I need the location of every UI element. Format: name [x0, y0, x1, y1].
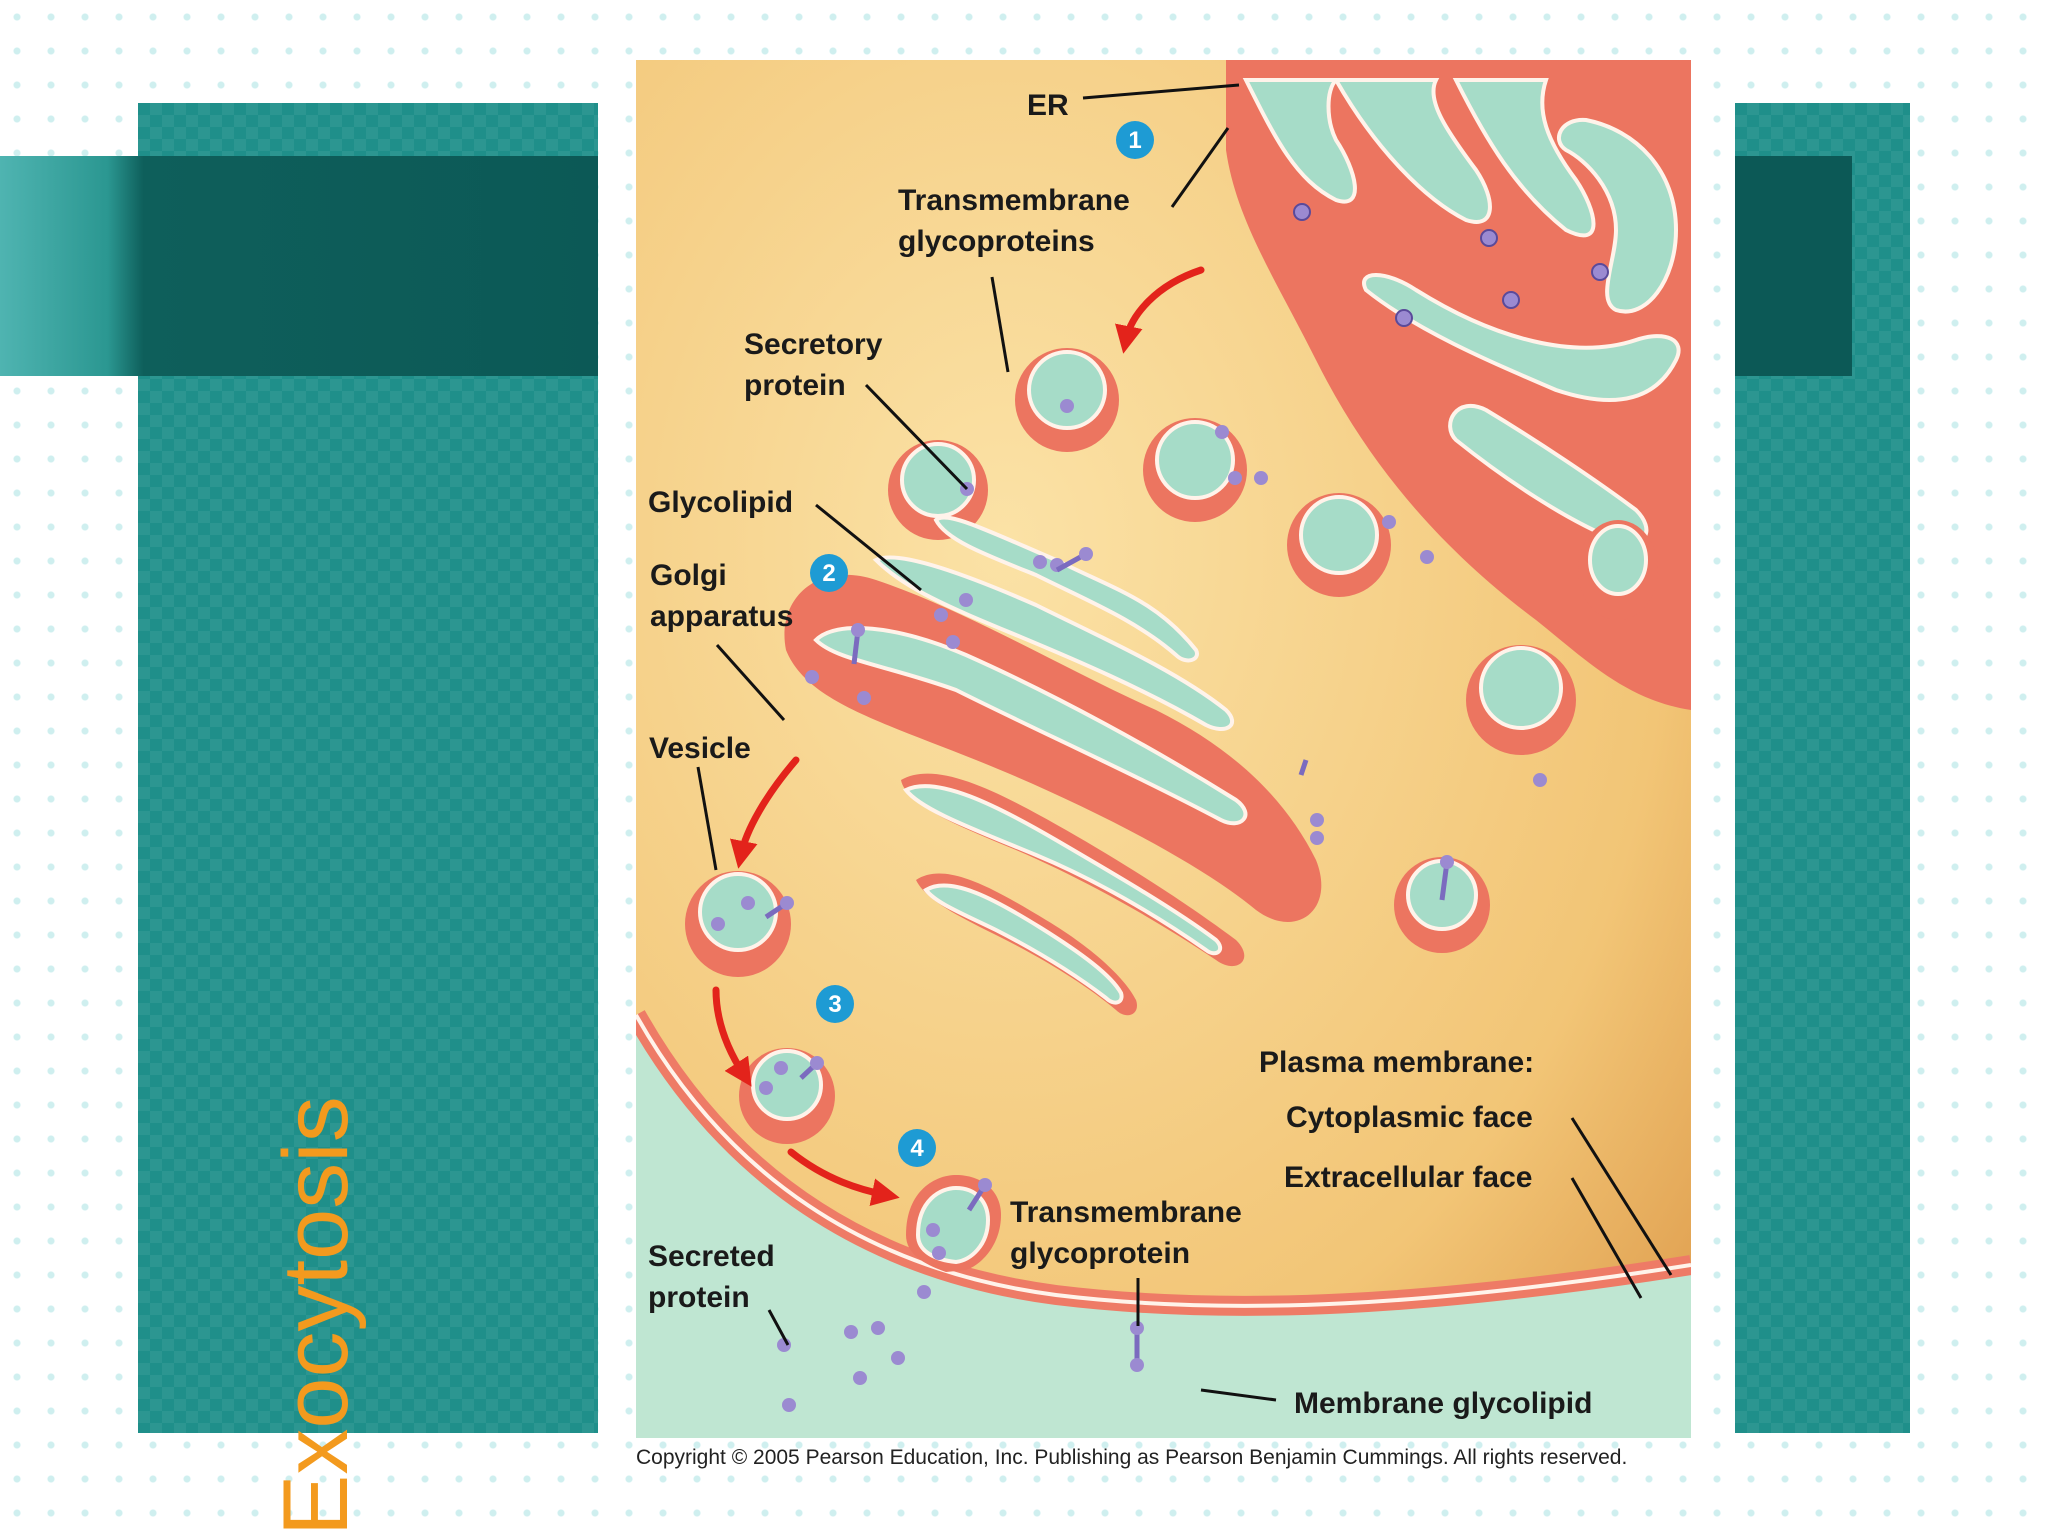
step-badge-1	[1116, 121, 1154, 159]
label-tm-glycoprotein-1: Transmembrane	[1010, 1196, 1242, 1229]
process-arrows	[712, 266, 1205, 1206]
er-vesicles	[888, 348, 1576, 787]
label-golgi-1: Golgi	[650, 559, 727, 592]
extracellular-space	[636, 1020, 1691, 1438]
step-badges: 1 2 3 4	[810, 121, 1154, 1167]
label-glycolipid: Glycolipid	[648, 486, 793, 519]
membrane-glycoprotein	[1130, 1321, 1144, 1372]
step-number-4: 4	[910, 1135, 924, 1162]
fusing-vesicle	[906, 1175, 1001, 1272]
step-badge-4	[898, 1129, 936, 1167]
plasma-membrane-inner	[636, 1014, 1691, 1308]
label-secretory-2: protein	[744, 369, 846, 402]
label-tm-glycoproteins-1: Transmembrane	[898, 184, 1130, 217]
right-dark-band	[1735, 156, 1852, 376]
endoplasmic-reticulum	[1226, 60, 1691, 710]
label-secreted-2: protein	[648, 1281, 750, 1314]
label-cytoplasmic-face: Cytoplasmic face	[1286, 1101, 1533, 1134]
label-secreted-1: Secreted	[648, 1240, 775, 1273]
copyright-notice: Copyright © 2005 Pearson Education, Inc.…	[636, 1446, 1628, 1469]
label-er: ER	[1027, 89, 1069, 122]
leader-lines	[696, 83, 1673, 1402]
diagram-labels: ER Transmembrane glycoproteins Secretory…	[648, 89, 1592, 1420]
label-extracellular-face: Extracellular face	[1284, 1161, 1532, 1194]
step-badge-3	[816, 985, 854, 1023]
label-vesicle: Vesicle	[649, 732, 751, 765]
step-badge-2	[810, 554, 848, 592]
step-number-1: 1	[1128, 127, 1141, 154]
left-dark-band	[0, 156, 598, 376]
transport-vesicles	[685, 871, 835, 1144]
label-secretory-1: Secretory	[744, 328, 883, 361]
slide-title: Exocytosis	[265, 1096, 367, 1536]
label-tm-glycoproteins-2: glycoproteins	[898, 225, 1095, 258]
step-number-2: 2	[822, 560, 835, 587]
label-tm-glycoprotein-2: glycoprotein	[1010, 1237, 1190, 1270]
label-membrane-glycolipid: Membrane glycolipid	[1294, 1387, 1592, 1420]
label-plasma-membrane: Plasma membrane:	[1259, 1046, 1534, 1079]
golgi-apparatus	[784, 515, 1490, 1016]
step-number-3: 3	[828, 991, 841, 1018]
label-golgi-2: apparatus	[650, 600, 793, 633]
exocytosis-diagram: 1 2 3 4 ER Transmembrane glycoproteins S…	[636, 60, 1691, 1438]
secreted-proteins	[777, 1285, 931, 1412]
